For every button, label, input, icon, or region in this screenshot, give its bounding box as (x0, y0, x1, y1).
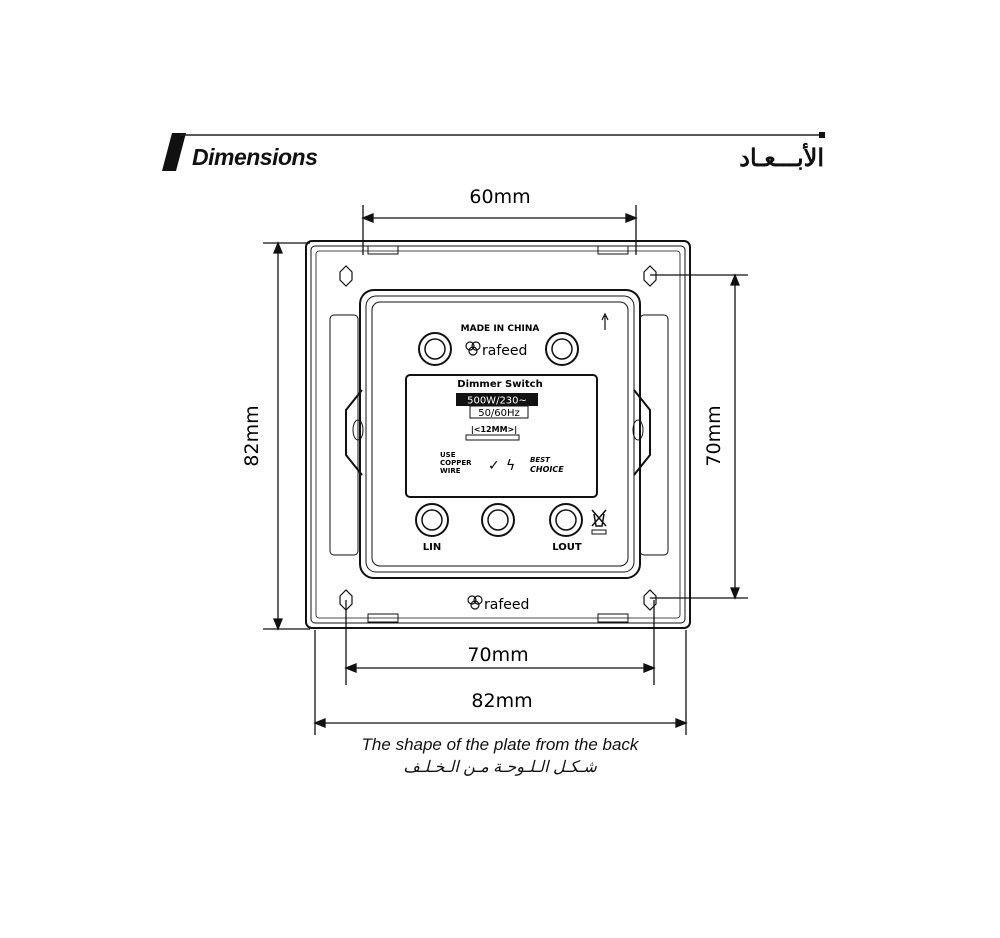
terminal-lin: LIN (423, 542, 441, 553)
screw-hole-icon (339, 589, 353, 611)
terminal-lout: LOUT (552, 542, 582, 553)
label-title: Dimmer Switch (457, 379, 542, 390)
best-badge-line: CHOICE (530, 465, 564, 474)
screw-hole-icon (339, 265, 353, 287)
certification-icon: ✓ (488, 458, 500, 474)
screw-hole-icon (643, 265, 657, 287)
dim-left-height: 82mm (241, 405, 263, 466)
copper-badge-line: WIRE (440, 467, 461, 475)
dim-top-width: 60mm (469, 186, 530, 208)
caption-english: The shape of the plate from the back (361, 735, 639, 754)
copper-badge-line: COPPER (440, 459, 472, 467)
dimension-lines (263, 205, 748, 735)
arrow-up-icon (601, 312, 609, 330)
brand-text: rafeed (482, 343, 527, 359)
caption-arabic: شـكـل الـلـوحـة مـن الـخـلـف (403, 759, 597, 776)
rafeed-logo-icon (465, 341, 481, 356)
screw-hole-icon (643, 589, 657, 611)
inner-module (359, 289, 641, 579)
frequency-rating: 50/60Hz (478, 408, 520, 419)
copper-badge-line: USE (440, 451, 456, 459)
strip-length: |<12MM>| (471, 425, 517, 434)
rating-label (405, 374, 598, 498)
best-badge-line: BEST (530, 456, 551, 464)
plate-brand-text: rafeed (484, 597, 529, 613)
section-title: Dimensions (192, 144, 318, 170)
power-rating: 500W/230~ (467, 396, 527, 407)
lightning-icon: ϟ (506, 458, 515, 474)
header-rule (162, 132, 825, 171)
made-in-text: MADE IN CHINA (461, 324, 540, 334)
dim-bottom-inner-width: 70mm (467, 644, 528, 666)
strip-gauge (465, 434, 520, 441)
weee-bin-icon (591, 509, 607, 535)
section-title-arabic: الأبـــعـاد (739, 145, 824, 172)
dim-bottom-outer-width: 82mm (471, 690, 532, 712)
dim-right-height: 70mm (703, 405, 725, 466)
rafeed-logo-icon (467, 595, 483, 610)
